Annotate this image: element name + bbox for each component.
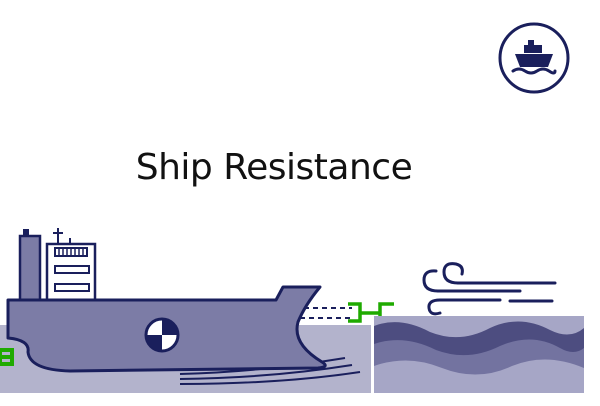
superstructure: [18, 228, 97, 302]
page-title: Ship Resistance: [135, 147, 413, 188]
tow-lines: [300, 307, 352, 319]
ship-logo-icon: [497, 21, 571, 95]
wind-icon: [422, 262, 557, 316]
center-of-gravity-icon: [144, 317, 180, 353]
waves-panel: [374, 316, 584, 393]
stern-connector-icon: [0, 348, 14, 366]
